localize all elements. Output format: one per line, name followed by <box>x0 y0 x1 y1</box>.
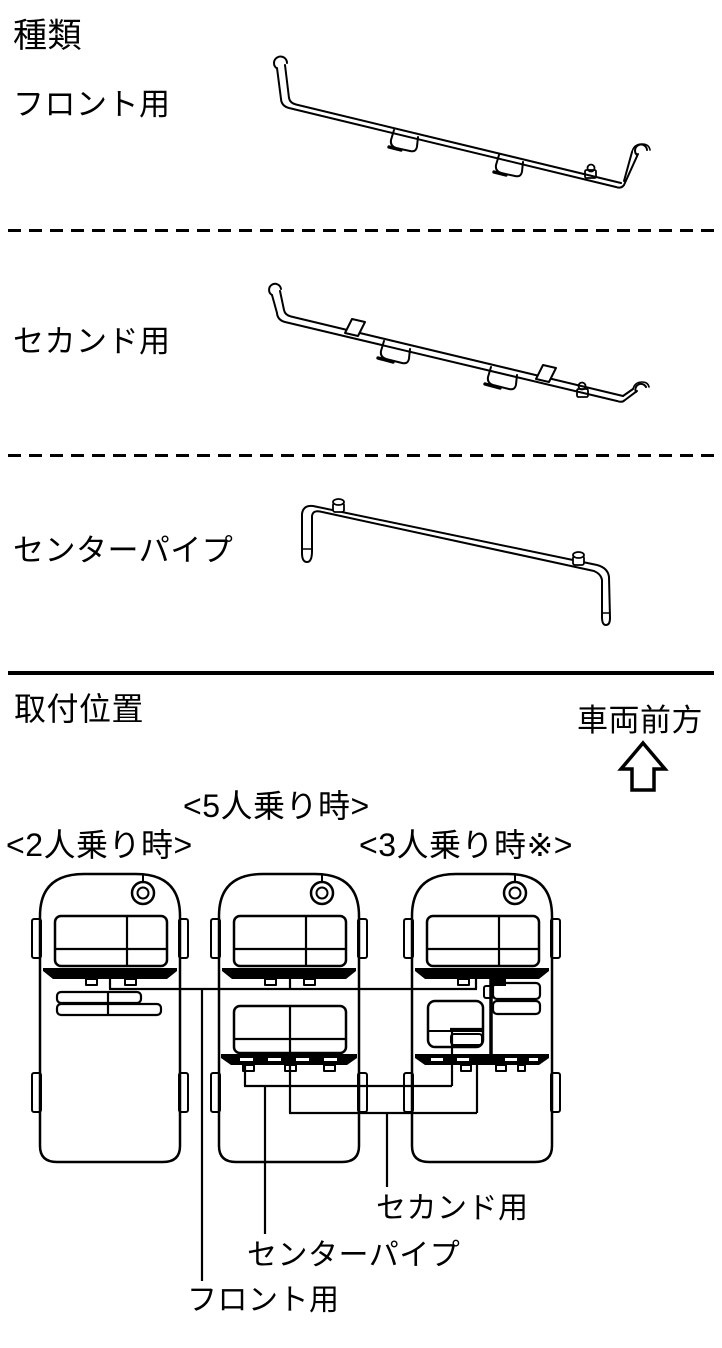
vehicle-front-label: 車両前方 <box>577 703 703 738</box>
vehicle-2-passenger <box>31 872 189 1164</box>
second-pipe-label: セカンド用 <box>13 324 171 359</box>
section-divider-solid <box>8 671 714 675</box>
section-divider-dashed-1 <box>8 229 714 232</box>
types-section-title: 種類 <box>13 17 82 55</box>
config-2-label: <2人乗り時> <box>6 827 193 863</box>
seating-layout-diagram <box>31 872 561 1281</box>
center-pipe-label: センターパイプ <box>13 533 234 568</box>
up-arrow-icon <box>617 740 669 792</box>
vehicle-5-passenger <box>210 872 368 1164</box>
section-divider-dashed-2 <box>8 454 714 457</box>
front-pipe-label: フロント用 <box>13 87 171 122</box>
config-5-label: <5人乗り時> <box>183 788 370 824</box>
position-section-title: 取付位置 <box>14 691 145 727</box>
callout-center-label: センターパイプ <box>247 1239 461 1272</box>
callout-front-label: フロント用 <box>187 1284 340 1317</box>
callout-second-label: セカンド用 <box>376 1192 529 1225</box>
center-pipe-callout-line <box>243 1027 483 1088</box>
front-pipe-drawing <box>273 55 651 189</box>
callout-lines <box>108 979 483 1281</box>
vehicle-3-passenger <box>403 872 561 1164</box>
second-pipe-callout-line <box>288 1055 479 1115</box>
center-pipe-drawing <box>301 498 611 626</box>
config-3-label: <3人乗り時※> <box>359 827 573 863</box>
second-pipe-drawing <box>268 282 650 403</box>
front-pipe-callout-line <box>108 979 478 991</box>
